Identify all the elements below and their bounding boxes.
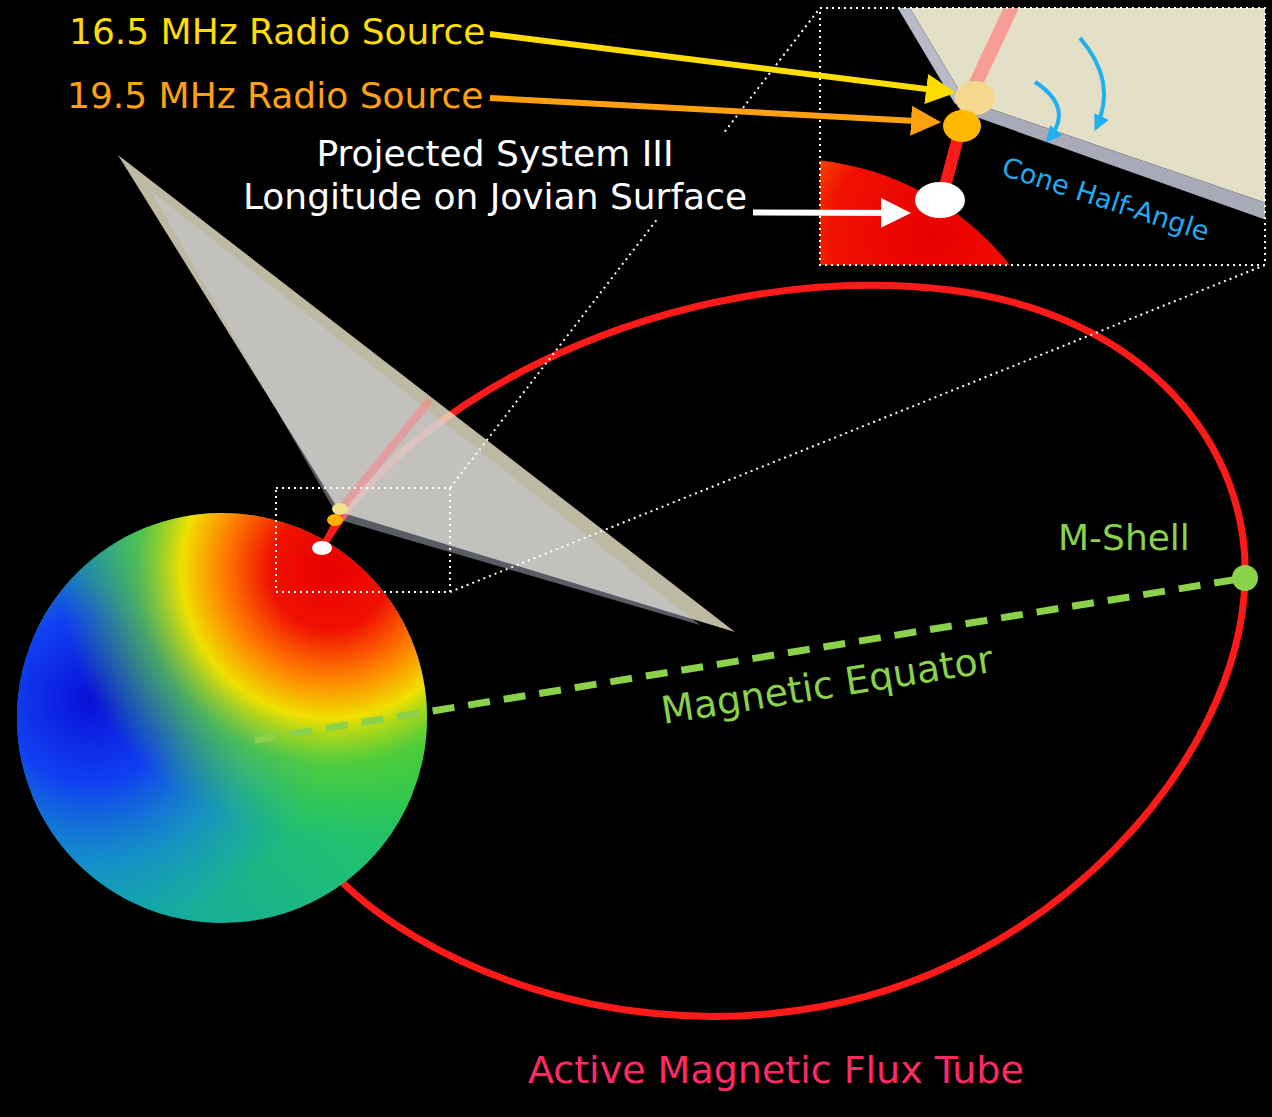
inset-view: [820, 8, 1265, 265]
m-shell-point: [1232, 565, 1258, 591]
source-label: 19.5 MHz Radio Source: [64, 74, 486, 117]
zoom-box: [276, 488, 450, 592]
footprint-label: Projected System III Longitude on Jovian…: [237, 132, 753, 218]
surface-footprint: [312, 541, 332, 555]
inset-source-19-5: [943, 110, 981, 142]
source-16-5: [332, 503, 348, 515]
equator-label: Magnetic Equator: [655, 637, 999, 735]
inset-frame: [820, 8, 1265, 265]
m-shell-label: M-Shell: [1055, 516, 1193, 559]
leader-arrow: [490, 34, 950, 92]
flux-tube-loop: [322, 285, 1245, 1016]
half-angle-arrow: [1080, 38, 1104, 128]
flux-tube-label: Active Magnetic Flux Tube: [525, 1048, 1027, 1094]
inset-footprint: [915, 182, 965, 218]
emission-cone: [118, 155, 735, 632]
half-angle-arrow: [1035, 82, 1059, 140]
flux-tube-faded: [340, 400, 430, 510]
inset-source-16-5: [955, 81, 995, 115]
zoom-leader: [450, 265, 1265, 592]
angle-label: Cone Half-Angle: [995, 150, 1216, 249]
leader-arrow: [490, 98, 935, 122]
source-19-5: [327, 514, 343, 526]
zoom-leader: [450, 8, 820, 488]
magnetic-equator-line: [255, 578, 1245, 740]
source-label: 16.5 MHz Radio Source: [66, 10, 488, 53]
emission-cone-shade: [150, 190, 700, 625]
